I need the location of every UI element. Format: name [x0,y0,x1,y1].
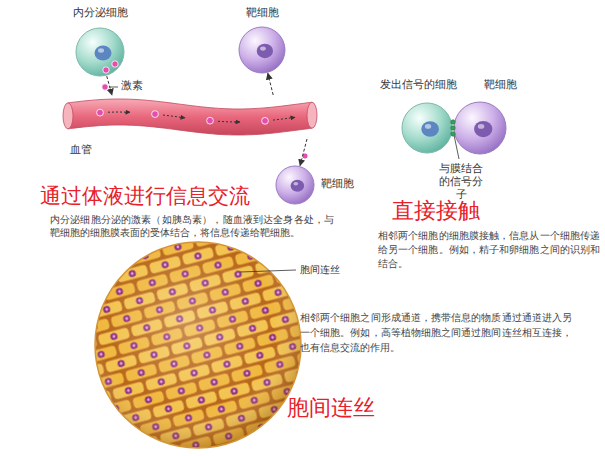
part-label: 与膜结合的信号分子 [434,162,488,201]
nucleus-highlight [425,124,431,129]
label-holder: 直接接触 [392,198,480,223]
image-shading [95,242,301,448]
cell-membrane [239,27,285,73]
image-border [95,242,301,448]
flow-arrow [163,115,185,118]
cell-membrane [276,166,314,204]
cell-nucleus [474,121,492,137]
node-shape [238,26,286,74]
vessel-end [307,102,317,128]
signal-molecule [451,120,456,125]
node-shape [275,165,315,205]
signal-cell: 发出信号的细胞 [401,102,453,154]
cell-nucleus [95,46,112,61]
section-heading: 通过体液进行信息交流 [40,184,250,208]
hormone-dot [207,117,214,124]
description-text: 相邻两个细胞的细胞膜接触，信息从一个细胞传递给另一个细胞。例如，精子和卵细胞之间… [378,229,600,271]
node-shape [75,27,125,77]
cell-label: 血管 [70,143,92,156]
hormone-dot [102,84,108,90]
label-holder: 靶细胞 [321,177,354,190]
cell-label: 内分泌细胞 [73,6,128,19]
part-label: 激素 [121,80,143,93]
cell-label: 靶细胞 [321,177,354,190]
flow-arrow [108,112,130,113]
label-holder: 内分泌细胞 [73,6,128,19]
flow-arrow [273,117,295,120]
cell-membrane [454,102,506,154]
flow-arrow [218,121,240,123]
label-holder: 激素 [121,80,143,93]
nucleus-highlight [478,124,484,129]
label-holder: 与膜结合的信号分子 [434,162,488,201]
label-holder: 胞间连丝 [287,395,375,420]
hormone-arrow [107,76,112,95]
vessel-end [63,103,73,129]
cell-label: 发出信号的细胞 [380,78,457,91]
label-holder: 通过体液进行信息交流 [40,184,250,208]
target-cell: 靶细胞 [275,165,315,205]
endocrine-cell: 内分泌细胞 [75,27,125,77]
vessel-wall [68,99,312,135]
cell-label: 靶细胞 [484,78,517,91]
leader-line [240,270,296,272]
target-cell: 靶细胞 [453,101,507,155]
label-holder: 靶细胞 [484,78,517,91]
nucleus-highlight [98,48,104,53]
node-shape [453,101,507,155]
cell-nucleus [257,44,273,58]
label-holder: 胞间连丝 [300,264,340,276]
label-holder: 血管 [70,143,92,156]
hormone-dot [97,109,104,116]
label-holder: 发出信号的细胞 [380,78,457,91]
cell-membrane [76,28,124,76]
cell-label: 靶细胞 [246,6,279,19]
label-holder: 相邻两个细胞的细胞膜接触，信息从一个细胞传递给另一个细胞。例如，精子和卵细胞之间… [378,229,600,271]
cell-nucleus [291,180,305,192]
blood-vessel: 血管 [60,95,320,139]
hormone-dot [103,67,109,73]
node-shape [60,95,320,139]
label-holder: 相邻两个细胞之间形成通道，携带信息的物质通过通道进入另一个细胞。例如，高等植物细… [300,310,572,355]
hormone-dot [152,111,159,118]
hormone-arrow [268,73,273,95]
section-heading: 胞间连丝 [287,395,375,420]
label-holder: 靶细胞 [246,6,279,19]
section-heading: 直接接触 [392,198,480,223]
hormone-dot [112,61,118,67]
hormone-dot [262,117,269,124]
part-label: 胞间连丝 [300,264,340,276]
label-holder: 内分泌细胞分泌的激素（如胰岛素），随血液到达全身各处，与靶细胞的细胞膜表面的受体… [50,213,334,239]
nucleus-highlight [293,182,298,186]
description-text: 相邻两个细胞之间形成通道，携带信息的物质通过通道进入另一个细胞。例如，高等植物细… [300,310,572,355]
hormone-arrow [300,139,307,166]
cell-membrane [402,103,452,153]
cell-nucleus [421,121,439,137]
target-cell: 靶细胞 [238,26,286,74]
signal-molecule [451,132,456,137]
node-shape [401,102,453,154]
nucleus-highlight [260,46,266,50]
signal-molecule [451,126,456,131]
description-text: 内分泌细胞分泌的激素（如胰岛素），随血液到达全身各处，与靶细胞的细胞膜表面的受体… [50,213,334,239]
